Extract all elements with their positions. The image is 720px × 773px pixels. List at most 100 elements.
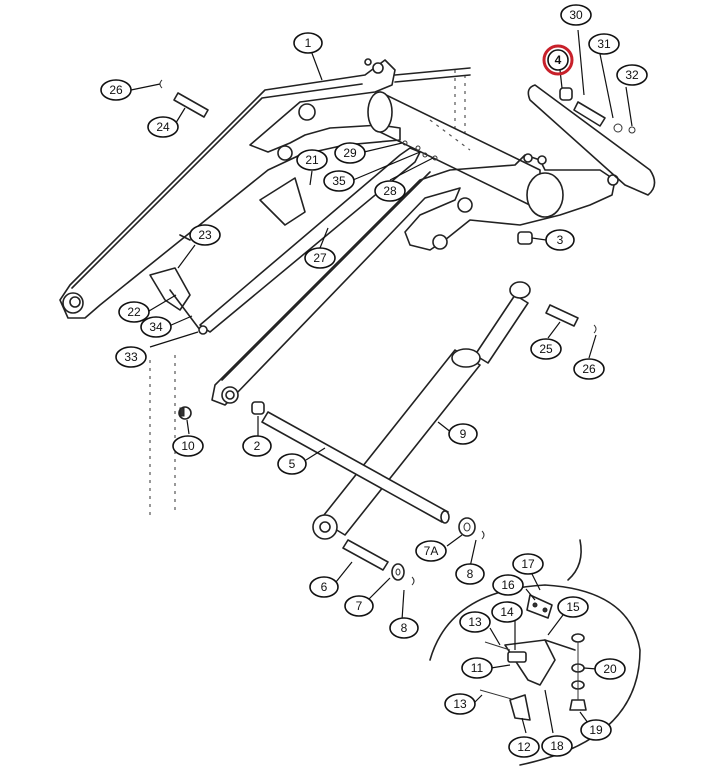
callout-bubble xyxy=(580,719,612,741)
callout-bubble xyxy=(296,149,328,171)
callout-label: 13 xyxy=(453,697,467,711)
callout-bubble xyxy=(448,423,478,445)
callout-label: 7 xyxy=(356,599,363,613)
hydraulic-cylinder xyxy=(312,281,531,540)
callout-26a: 26 xyxy=(100,79,132,101)
callout-bubble xyxy=(508,736,540,758)
callout-label: 24 xyxy=(156,120,170,134)
callout-bubble xyxy=(115,346,147,368)
callout-16: 16 xyxy=(492,574,524,596)
callout-label: 35 xyxy=(332,174,346,188)
callout-bubble xyxy=(293,32,323,54)
callout-bubble xyxy=(455,563,485,585)
callout-bubble xyxy=(594,658,626,680)
callout-label: 7A xyxy=(424,544,439,558)
callout-label: 3 xyxy=(557,233,564,247)
callout-4: 4 xyxy=(542,44,574,76)
callout-label: 8 xyxy=(401,621,408,635)
callout-7A: 7A xyxy=(415,540,447,562)
callout-bubble xyxy=(147,116,179,138)
callout-9: 9 xyxy=(448,423,478,445)
callout-15: 15 xyxy=(557,596,589,618)
callout-label: 21 xyxy=(305,153,319,167)
right-loader-arm xyxy=(211,153,619,406)
callout-19: 19 xyxy=(580,719,612,741)
callout-34: 34 xyxy=(140,316,172,338)
callout-bubble xyxy=(530,338,562,360)
callout-label: 30 xyxy=(569,8,583,22)
left-loader-arm xyxy=(59,58,401,319)
callout-label: 33 xyxy=(124,350,138,364)
callout-label: 18 xyxy=(550,739,564,753)
callout-bubble xyxy=(560,4,592,26)
callout-label: 14 xyxy=(500,605,514,619)
callout-32: 32 xyxy=(616,64,648,86)
callout-bubble xyxy=(374,180,406,202)
callout-1: 1 xyxy=(293,32,323,54)
callout-bubble xyxy=(304,247,336,269)
callout-label: 29 xyxy=(343,146,357,160)
callout-7: 7 xyxy=(344,595,374,617)
callout-31: 31 xyxy=(588,33,620,55)
callout-3: 3 xyxy=(545,229,575,251)
callout-20: 20 xyxy=(594,658,626,680)
callout-label: 23 xyxy=(198,228,212,242)
callout-bubble xyxy=(573,358,605,380)
callout-label: 9 xyxy=(460,427,467,441)
callout-bubble xyxy=(461,657,493,679)
callout-label: 26 xyxy=(582,362,596,376)
callout-label: 34 xyxy=(149,320,163,334)
callout-30: 30 xyxy=(560,4,592,26)
callout-label: 20 xyxy=(603,662,617,676)
callout-label: 16 xyxy=(501,578,515,592)
callout-label: 25 xyxy=(539,342,553,356)
callout-24: 24 xyxy=(147,116,179,138)
callout-bubble xyxy=(545,229,575,251)
callout-bubble xyxy=(100,79,132,101)
callout-18: 18 xyxy=(541,735,573,757)
callout-21: 21 xyxy=(296,149,328,171)
callout-bubble xyxy=(616,64,648,86)
callout-label: 4 xyxy=(555,53,562,67)
callout-bubble xyxy=(491,601,523,623)
callout-label: 27 xyxy=(313,251,327,265)
callout-bubble xyxy=(512,553,544,575)
callout-label: 19 xyxy=(589,723,603,737)
callout-bubble xyxy=(588,33,620,55)
callout-label: 28 xyxy=(383,184,397,198)
callout-bubble xyxy=(323,170,355,192)
callout-bubble xyxy=(309,576,339,598)
callout-bubble xyxy=(415,540,447,562)
callout-13a: 13 xyxy=(459,611,491,633)
callout-bubble xyxy=(547,49,569,71)
callout-bubble xyxy=(492,574,524,596)
callout-bubble xyxy=(189,224,221,246)
callout-label: 32 xyxy=(625,68,639,82)
callout-label: 5 xyxy=(289,457,296,471)
callout-8b: 8 xyxy=(389,617,419,639)
callout-29: 29 xyxy=(334,142,366,164)
cross-shaft xyxy=(261,411,450,524)
callout-bubble xyxy=(334,142,366,164)
callout-bubble xyxy=(140,316,172,338)
callout-label: 6 xyxy=(321,580,328,594)
callout-label: 10 xyxy=(181,439,195,453)
leader-lines xyxy=(130,29,633,734)
callout-14: 14 xyxy=(491,601,523,623)
callout-33: 33 xyxy=(115,346,147,368)
callout-label: 1 xyxy=(305,36,312,50)
callout-bubble xyxy=(118,301,150,323)
callout-bubble xyxy=(389,617,419,639)
callout-label: 8 xyxy=(467,567,474,581)
callout-12: 12 xyxy=(508,736,540,758)
callout-bubble xyxy=(557,596,589,618)
callout-bubble xyxy=(459,611,491,633)
callout-bubble xyxy=(172,435,204,457)
callout-8a: 8 xyxy=(455,563,485,585)
callout-label: 11 xyxy=(471,661,484,675)
callout-label: 22 xyxy=(127,305,141,319)
sleeve-outline xyxy=(527,84,656,196)
callout-17: 17 xyxy=(512,553,544,575)
callout-13b: 13 xyxy=(444,693,476,715)
